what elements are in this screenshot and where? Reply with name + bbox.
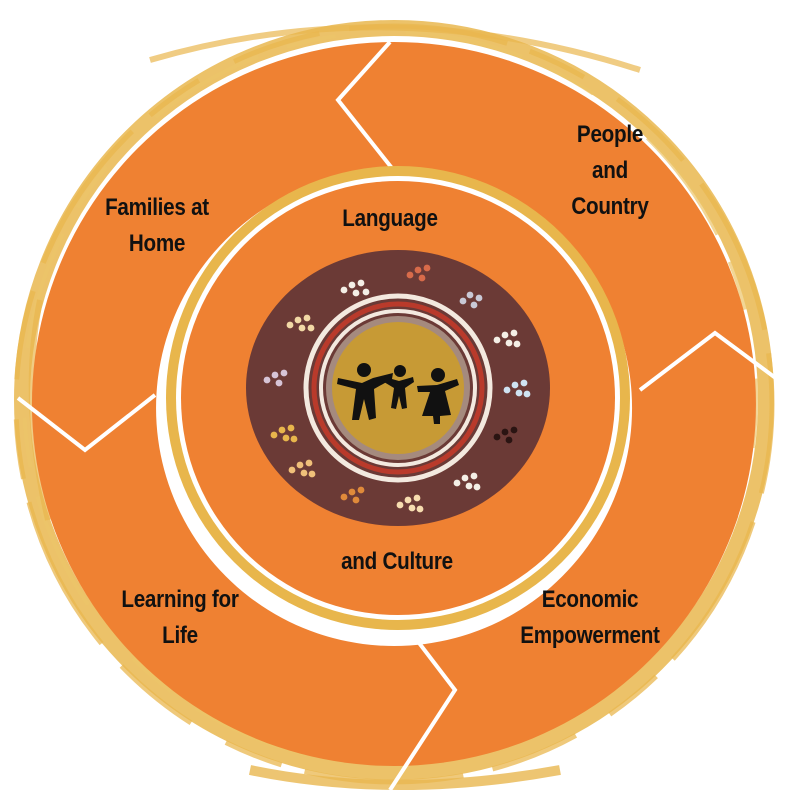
- label-line: Learning for: [121, 586, 239, 613]
- label-line: Families at: [105, 194, 209, 221]
- central-artwork: [246, 250, 550, 526]
- label-line: Economic: [541, 586, 639, 613]
- centre-label-and-culture: and Culture: [311, 544, 483, 580]
- label-line: Home: [128, 230, 186, 257]
- label-line: Life: [162, 622, 198, 649]
- label-line: and: [592, 157, 628, 184]
- label-line: Country: [571, 193, 649, 220]
- label-line: People: [576, 121, 644, 148]
- label-line: Empowerment: [520, 622, 660, 649]
- divider-left: [16, 393, 157, 453]
- label-line: Language: [342, 205, 438, 232]
- segment-label-learning-for-life: Learning for Life: [94, 582, 266, 654]
- figure-left: [337, 363, 393, 420]
- segment-label-families-at-home: Families at Home: [75, 190, 238, 262]
- segment-label-economic-empowerment: Economic Empowerment: [495, 582, 684, 654]
- divider-bottom: [388, 616, 458, 792]
- dot-clusters: [263, 264, 531, 513]
- segment-dividers: [16, 40, 787, 792]
- centre-label-language: Language: [321, 201, 459, 237]
- figure-right: [417, 368, 459, 424]
- divider-top: [335, 40, 397, 174]
- divider-right: [638, 330, 787, 392]
- segment-label-people-and-country: People and Country: [533, 117, 688, 225]
- label-line: and Culture: [341, 548, 453, 575]
- outer-ring: [31, 42, 756, 766]
- figure-middle: [384, 365, 414, 409]
- family-figures-icon: [337, 363, 459, 424]
